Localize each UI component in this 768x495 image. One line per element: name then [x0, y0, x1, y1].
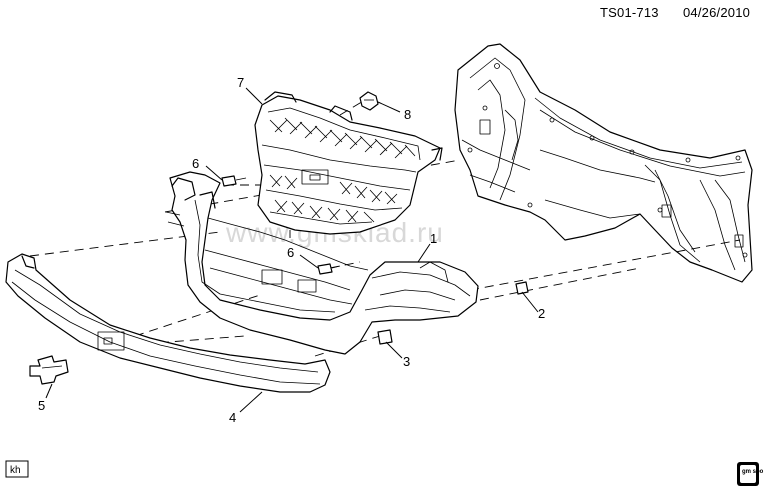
- corner-tag: kh: [5, 460, 29, 478]
- callout-8: 8: [404, 107, 411, 122]
- callout-6-upper: 6: [192, 156, 199, 171]
- callout-2: 2: [538, 306, 545, 321]
- gm-spo-logo: gm spo: [737, 462, 764, 486]
- front-bumper-fascia: [5, 253, 331, 393]
- radiator-support-frame: [454, 43, 753, 283]
- clip-part-3: [377, 329, 393, 345]
- reference-code: TS01-713: [600, 5, 659, 20]
- retainer-part-2: [515, 281, 529, 295]
- grille: [254, 91, 443, 235]
- callout-1: 1: [430, 231, 437, 246]
- grille-opening-panel: [165, 171, 479, 355]
- logo-text: gm spo: [742, 469, 764, 475]
- clip-part-8: [359, 91, 379, 111]
- callout-6-lower: 6: [287, 245, 294, 260]
- bolt-part-6-upper: [221, 175, 247, 187]
- callout-5: 5: [38, 398, 45, 413]
- diagram-date: 04/26/2010: [683, 5, 750, 20]
- emblem-part-5: [29, 355, 69, 385]
- corner-tag-text: kh: [10, 465, 21, 476]
- callout-4: 4: [229, 410, 236, 425]
- callout-3: 3: [403, 354, 410, 369]
- callout-7: 7: [237, 75, 244, 90]
- leader-lines: [45, 87, 539, 413]
- bolt-part-6-lower: [317, 263, 341, 275]
